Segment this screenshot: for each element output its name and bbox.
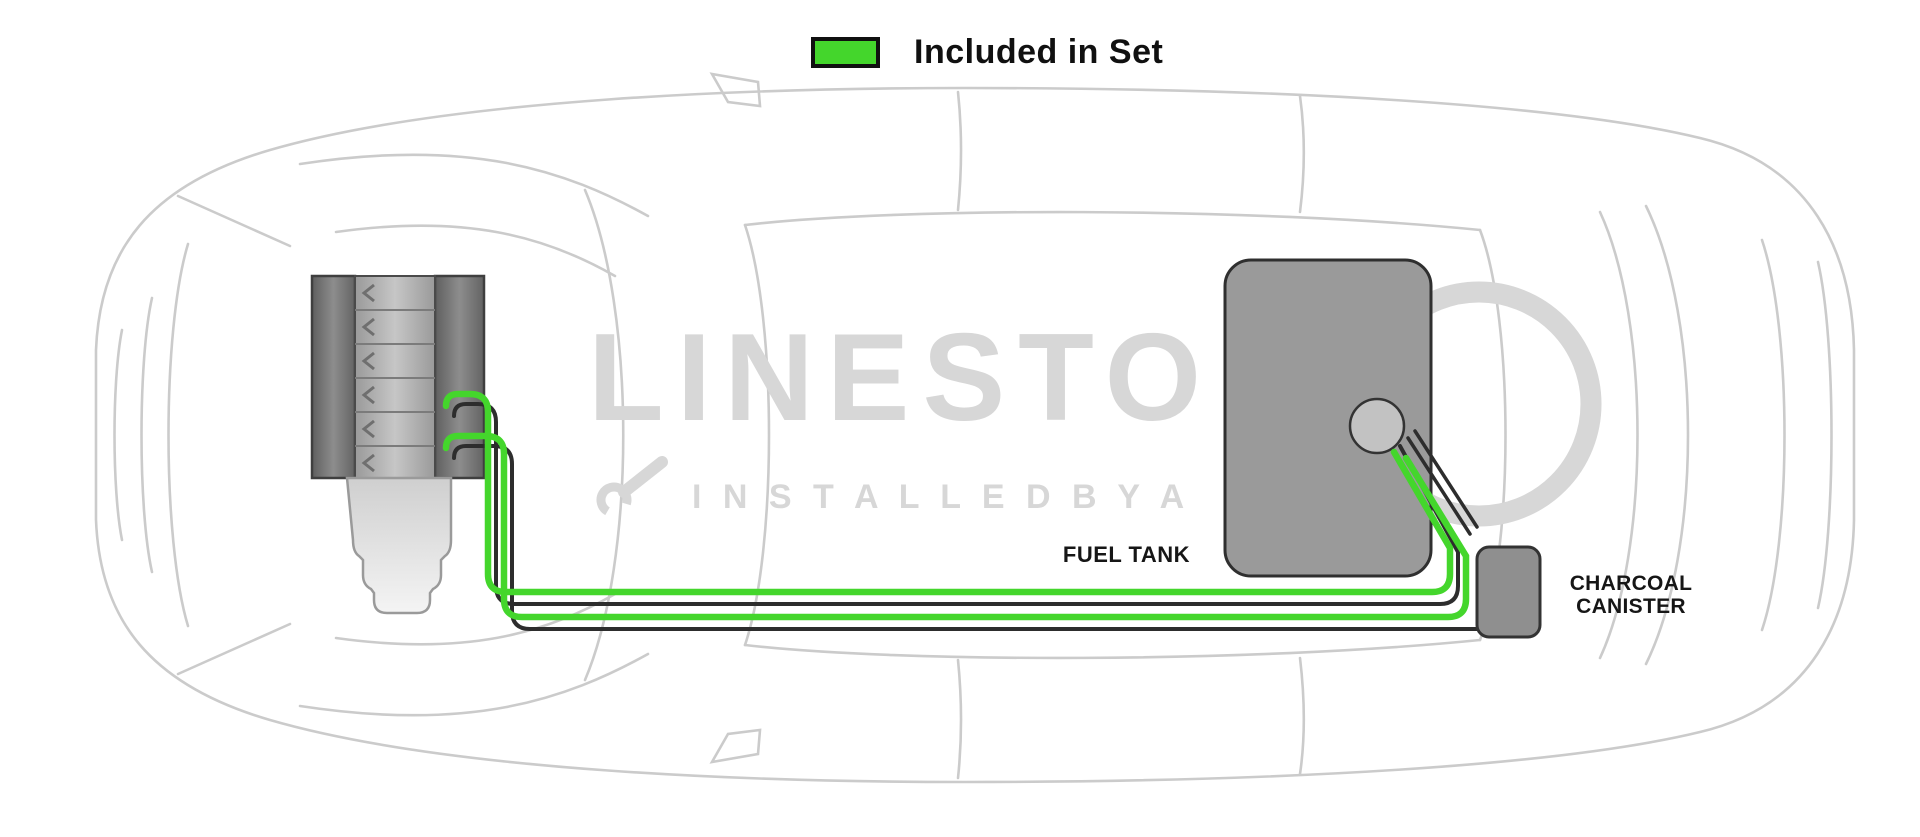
pump-line-stub-2 (1413, 429, 1479, 529)
charcoal-canister (1475, 545, 1542, 639)
fuel-line-green-2 (442, 432, 1470, 621)
pump-line-stub-1 (1406, 436, 1472, 536)
car-body-outline (94, 86, 1856, 784)
legend-included-label: Included in Set (914, 33, 1164, 71)
side-mirror-top (709, 72, 762, 108)
side-mirror-bottom (709, 728, 762, 764)
charcoal-canister-label-line1: CHARCOAL (1569, 572, 1693, 595)
charcoal-canister-label: CHARCOAL CANISTER (1551, 572, 1711, 618)
fuel-tank (1223, 258, 1433, 578)
wrench-icon (596, 456, 668, 518)
legend-included-swatch (811, 37, 880, 68)
watermark-tagline: I N S T A L L E D B Y A (692, 478, 1190, 516)
vapor-line-dark (452, 444, 1488, 631)
fuel-pump (1348, 397, 1406, 455)
fuel-lines (442, 390, 1488, 631)
charcoal-canister-label-line2: CANISTER (1576, 595, 1686, 618)
fuel-line-green-1 (442, 390, 1454, 596)
fuel-tank-label: FUEL TANK (1062, 542, 1190, 567)
transmission (345, 476, 453, 615)
engine-chevrons (361, 283, 375, 473)
watermark: LINESTO I N S T A L L E D B Y A (588, 281, 1602, 527)
legend: Included in Set (811, 33, 1163, 72)
vehicle-outline (94, 72, 1856, 784)
watermark-brand: LINESTO (588, 309, 1214, 447)
